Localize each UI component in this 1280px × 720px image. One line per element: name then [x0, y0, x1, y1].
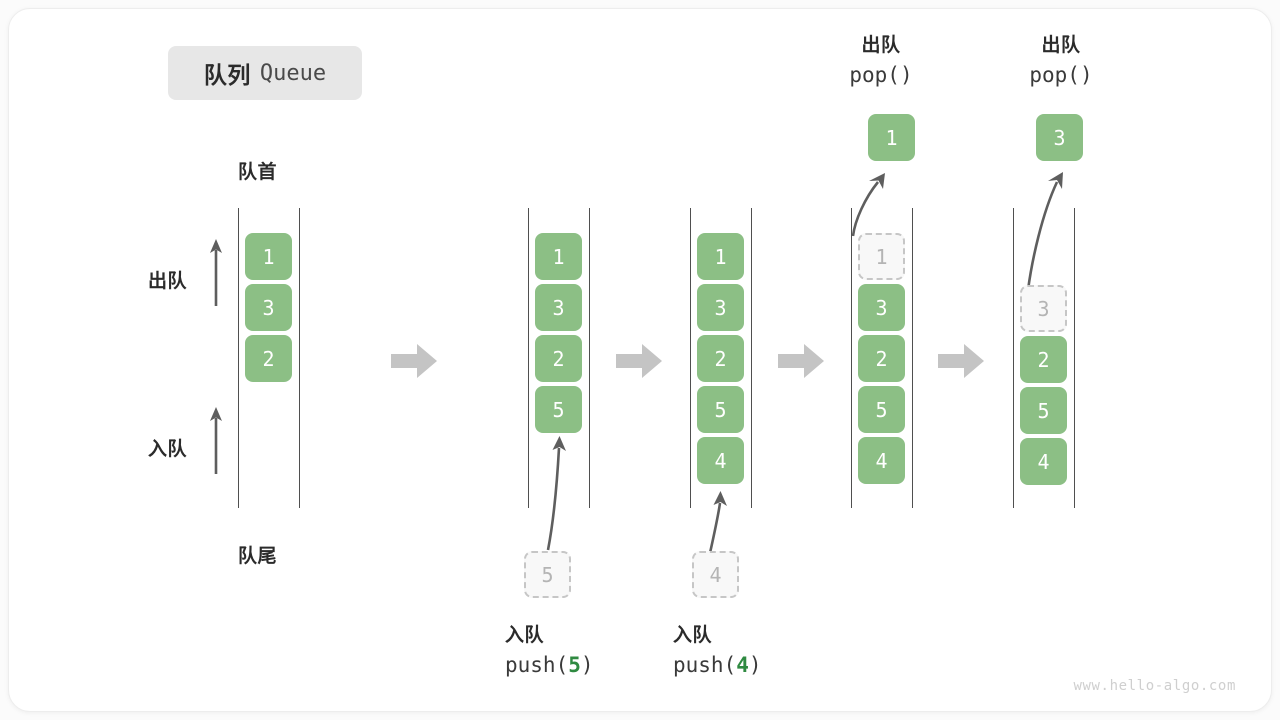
queue-element: 2 [245, 335, 292, 382]
queue-element-ghost: 3 [1020, 285, 1067, 332]
pop3-remove-arrow [1012, 168, 1072, 292]
queue-element: 2 [858, 335, 905, 382]
queue-stack-pop3: 3 2 5 4 [1020, 285, 1067, 485]
queue-stack-push4: 1 3 2 5 4 [697, 233, 744, 484]
push4-op-cn: 入队 [673, 625, 713, 646]
queue-element: 3 [697, 284, 744, 331]
step-arrow-icon [778, 344, 824, 378]
queue-element: 1 [535, 233, 582, 280]
step-arrow-icon [938, 344, 984, 378]
diagram-title-chip: 队列 Queue [168, 46, 362, 100]
queue-element: 4 [697, 437, 744, 484]
pop1-operation-label: 出队 pop() [826, 30, 936, 87]
queue-front-label: 队首 [238, 162, 278, 183]
queue-element: 3 [535, 284, 582, 331]
queue-stack-push5: 1 3 2 5 [535, 233, 582, 433]
queue-element: 2 [697, 335, 744, 382]
pop3-op-code: pop() [1029, 63, 1093, 87]
queue-rail-left-pop3 [1013, 208, 1014, 508]
diagram-title-cn: 队列 [203, 62, 251, 88]
queue-rail-right-push5 [589, 208, 590, 508]
push5-op-cn: 入队 [505, 625, 545, 646]
queue-element: 2 [1020, 336, 1067, 383]
queue-rail-right-pop3 [1074, 208, 1075, 508]
queue-element: 1 [697, 233, 744, 280]
queue-element: 5 [535, 386, 582, 433]
pop1-popped-element: 1 [868, 114, 915, 161]
step-arrow-icon [391, 344, 437, 378]
push4-op-code: push(4) [673, 653, 762, 677]
queue-element: 3 [245, 284, 292, 331]
enqueue-direction-label: 入队 [148, 439, 188, 460]
queue-element: 1 [245, 233, 292, 280]
queue-element: 3 [858, 284, 905, 331]
pop3-popped-element: 3 [1036, 114, 1083, 161]
pop1-op-code: pop() [849, 63, 913, 87]
queue-rail-left-pop1 [851, 208, 852, 508]
queue-element: 5 [858, 386, 905, 433]
push4-insert-arrow [692, 487, 742, 555]
queue-element: 4 [858, 437, 905, 484]
step-arrow-icon [616, 344, 662, 378]
dequeue-direction-label: 出队 [148, 271, 188, 292]
pop1-remove-arrow [845, 168, 901, 238]
queue-rail-left-push5 [528, 208, 529, 508]
queue-rail-left-initial [238, 208, 239, 508]
diagram-title-en: Queue [259, 60, 327, 86]
queue-rail-left-push4 [690, 208, 691, 508]
push4-incoming-ghost: 4 [692, 551, 739, 598]
queue-rear-label: 队尾 [238, 546, 278, 567]
dequeue-direction-arrow [209, 238, 223, 306]
push5-op-code: push(5) [505, 653, 594, 677]
queue-rail-right-push4 [751, 208, 752, 508]
queue-rail-right-pop1 [912, 208, 913, 508]
queue-element: 4 [1020, 438, 1067, 485]
pop3-op-cn: 出队 [1041, 35, 1081, 56]
watermark: www.hello-algo.com [1073, 678, 1236, 694]
queue-element: 5 [697, 386, 744, 433]
push4-operation-label: 入队 push(4) [673, 620, 803, 677]
queue-stack-initial: 1 3 2 [245, 233, 292, 382]
pop1-op-cn: 出队 [861, 35, 901, 56]
queue-element-ghost: 1 [858, 233, 905, 280]
queue-element: 2 [535, 335, 582, 382]
push5-incoming-ghost: 5 [524, 551, 571, 598]
queue-element: 5 [1020, 387, 1067, 434]
enqueue-direction-arrow [209, 406, 223, 474]
queue-rail-right-initial [299, 208, 300, 508]
queue-stack-pop1: 1 3 2 5 4 [858, 233, 905, 484]
push5-operation-label: 入队 push(5) [505, 620, 635, 677]
pop3-operation-label: 出队 pop() [1006, 30, 1116, 87]
push5-insert-arrow [524, 432, 574, 552]
